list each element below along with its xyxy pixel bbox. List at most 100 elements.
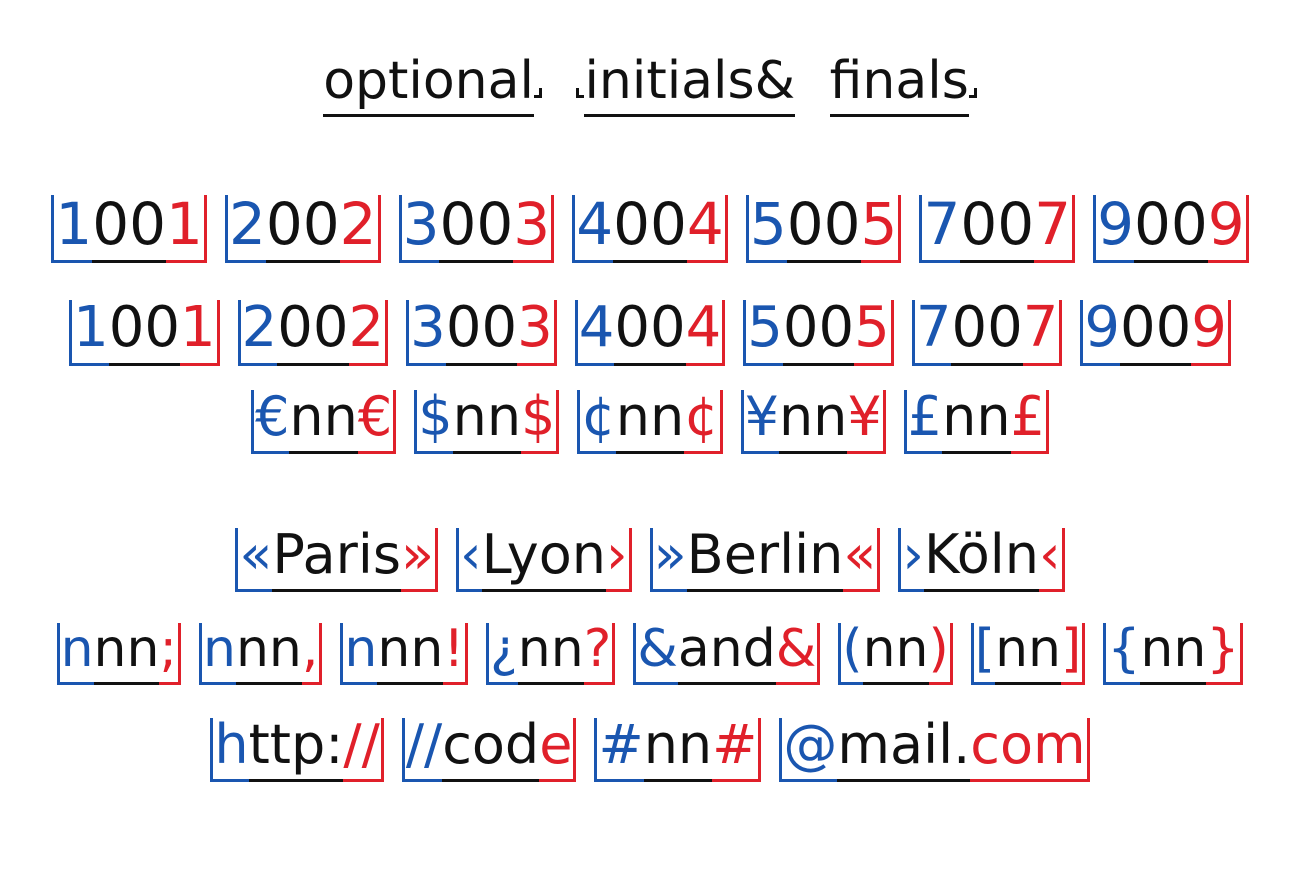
oldstyle-sample: 7007 bbox=[911, 300, 1063, 366]
lining-sample: 4004 bbox=[572, 195, 728, 263]
punct-final-glyph: ) bbox=[928, 623, 953, 685]
currency-sample: ¢nn¢ bbox=[577, 390, 723, 454]
quotes-initial-glyph: » bbox=[649, 528, 687, 592]
currency-initial-glyph: £ bbox=[903, 390, 943, 454]
title-line: optional initials& finals bbox=[0, 55, 1300, 117]
lining-final-glyph: 5 bbox=[860, 195, 902, 263]
lining-initial-glyph: 3 bbox=[398, 195, 440, 263]
quotes-sample: »Berlin« bbox=[649, 528, 881, 592]
punct-initial-glyph: n bbox=[340, 623, 378, 685]
oldstyle-body-glyph: 00 bbox=[951, 300, 1023, 366]
lining-body-glyph: 00 bbox=[786, 195, 861, 263]
web-final-glyph: // bbox=[343, 718, 384, 782]
lining-body-glyph: 00 bbox=[960, 195, 1035, 263]
punct-body-glyph: nn bbox=[377, 623, 444, 685]
lining-body-glyph: 00 bbox=[1133, 195, 1208, 263]
lining-initial-glyph: 9 bbox=[1093, 195, 1134, 263]
oldstyle-initial-glyph: 7 bbox=[911, 300, 952, 366]
quotes-body-glyph: Berlin bbox=[686, 528, 844, 592]
lining-initial-glyph: 5 bbox=[745, 195, 787, 263]
web-initial-glyph: h bbox=[210, 718, 249, 782]
oldstyle-body-glyph: 00 bbox=[277, 300, 349, 366]
punct-final-glyph: ] bbox=[1061, 623, 1086, 685]
web-initial-glyph: // bbox=[401, 718, 443, 782]
currency-initial-glyph: $ bbox=[414, 390, 453, 454]
currency-initial-glyph: € bbox=[251, 390, 290, 454]
quotes-body-glyph: Paris bbox=[272, 528, 401, 592]
oldstyle-initial-glyph: 5 bbox=[743, 300, 783, 366]
oldstyle-final-glyph: 7 bbox=[1022, 300, 1063, 366]
punct-sample: nnn; bbox=[56, 623, 181, 685]
lining-initial-glyph: 7 bbox=[919, 195, 961, 263]
web-sample: @mail.com bbox=[779, 718, 1090, 782]
lining-body-glyph: 00 bbox=[439, 195, 514, 263]
oldstyle-final-glyph: 3 bbox=[517, 300, 557, 366]
oldstyle-body-glyph: 00 bbox=[445, 300, 518, 366]
web-sample: http:// bbox=[210, 718, 384, 782]
quotes-final-glyph: » bbox=[400, 528, 439, 592]
lining-body-glyph: 00 bbox=[613, 195, 687, 263]
oldstyle-final-glyph: 5 bbox=[854, 300, 894, 366]
punct-final-glyph: & bbox=[775, 623, 821, 685]
punct-final-glyph: , bbox=[301, 623, 323, 685]
currency-body-glyph: nn bbox=[452, 390, 522, 454]
oldstyle-sample: 1001 bbox=[69, 300, 220, 366]
currency-sample: £nn£ bbox=[903, 390, 1049, 454]
oldstyle-body-glyph: 00 bbox=[1120, 300, 1192, 366]
punctuation-row: nnn;nnn,nnn!¿nn?&and&(nn)[nn]{nn} bbox=[0, 623, 1300, 685]
web-body-glyph: ttp: bbox=[248, 718, 344, 782]
currency-body-glyph: nn bbox=[942, 390, 1011, 454]
punct-sample: (nn) bbox=[838, 623, 953, 685]
punct-sample: ¿nn? bbox=[486, 623, 616, 685]
punct-final-glyph: ! bbox=[443, 623, 469, 685]
currency-sample: €nn€ bbox=[251, 390, 397, 454]
punct-body-glyph: and bbox=[677, 623, 776, 685]
quotes-final-glyph: « bbox=[843, 528, 881, 592]
punct-body-glyph: nn bbox=[995, 623, 1062, 685]
lining-sample: 3003 bbox=[398, 195, 555, 263]
quotes-body-glyph: Köln bbox=[924, 528, 1040, 592]
punct-initial-glyph: ( bbox=[838, 623, 863, 685]
oldstyle-body-glyph: 00 bbox=[782, 300, 855, 366]
currency-final-glyph: € bbox=[357, 390, 397, 454]
web-symbols-row: http:////code#nn#@mail.com bbox=[0, 718, 1300, 782]
currency-sample: $nn$ bbox=[414, 390, 560, 454]
lining-initial-glyph: 1 bbox=[51, 195, 93, 263]
web-body-glyph: nn bbox=[643, 718, 713, 782]
lining-body-glyph: 00 bbox=[265, 195, 340, 263]
oldstyle-initial-glyph: 2 bbox=[237, 300, 278, 366]
currency-initial-glyph: ¢ bbox=[577, 390, 616, 454]
punct-initial-glyph: { bbox=[1103, 623, 1141, 685]
punct-sample: &and& bbox=[633, 623, 821, 685]
web-body-glyph: mail. bbox=[837, 718, 971, 782]
lining-final-glyph: 7 bbox=[1034, 195, 1076, 263]
title-word-optional: optional bbox=[323, 55, 542, 117]
oldstyle-final-glyph: 4 bbox=[685, 300, 726, 366]
currency-initial-glyph: ¥ bbox=[740, 390, 779, 454]
web-initial-glyph: @ bbox=[779, 718, 838, 782]
punct-initial-glyph: ¿ bbox=[486, 623, 518, 685]
punct-body-glyph: nn bbox=[93, 623, 160, 685]
quotes-sample: ›Köln‹ bbox=[898, 528, 1065, 592]
lining-sample: 2002 bbox=[224, 195, 381, 263]
quotes-final-glyph: ‹ bbox=[1039, 528, 1065, 592]
web-final-glyph: # bbox=[712, 718, 762, 782]
quotes-initial-glyph: ‹ bbox=[456, 528, 482, 592]
punct-body-glyph: nn bbox=[517, 623, 584, 685]
quotes-initial-glyph: › bbox=[898, 528, 925, 592]
title-word-initials: initials& bbox=[576, 55, 796, 117]
lining-final-glyph: 3 bbox=[513, 195, 555, 263]
punct-initial-glyph: n bbox=[199, 623, 236, 685]
title-word-finals: finals bbox=[829, 55, 977, 117]
punct-sample: [nn] bbox=[970, 623, 1086, 685]
currency-row: €nn€$nn$¢nn¢¥nn¥£nn£ bbox=[0, 390, 1300, 454]
currency-sample: ¥nn¥ bbox=[740, 390, 886, 454]
currency-final-glyph: ¥ bbox=[847, 390, 886, 454]
lining-sample: 1001 bbox=[51, 195, 207, 263]
currency-final-glyph: $ bbox=[521, 390, 560, 454]
punct-body-glyph: nn bbox=[235, 623, 302, 685]
oldstyle-final-glyph: 2 bbox=[348, 300, 389, 366]
quotes-body-glyph: Lyon bbox=[481, 528, 606, 592]
oldstyle-initial-glyph: 9 bbox=[1080, 300, 1120, 366]
